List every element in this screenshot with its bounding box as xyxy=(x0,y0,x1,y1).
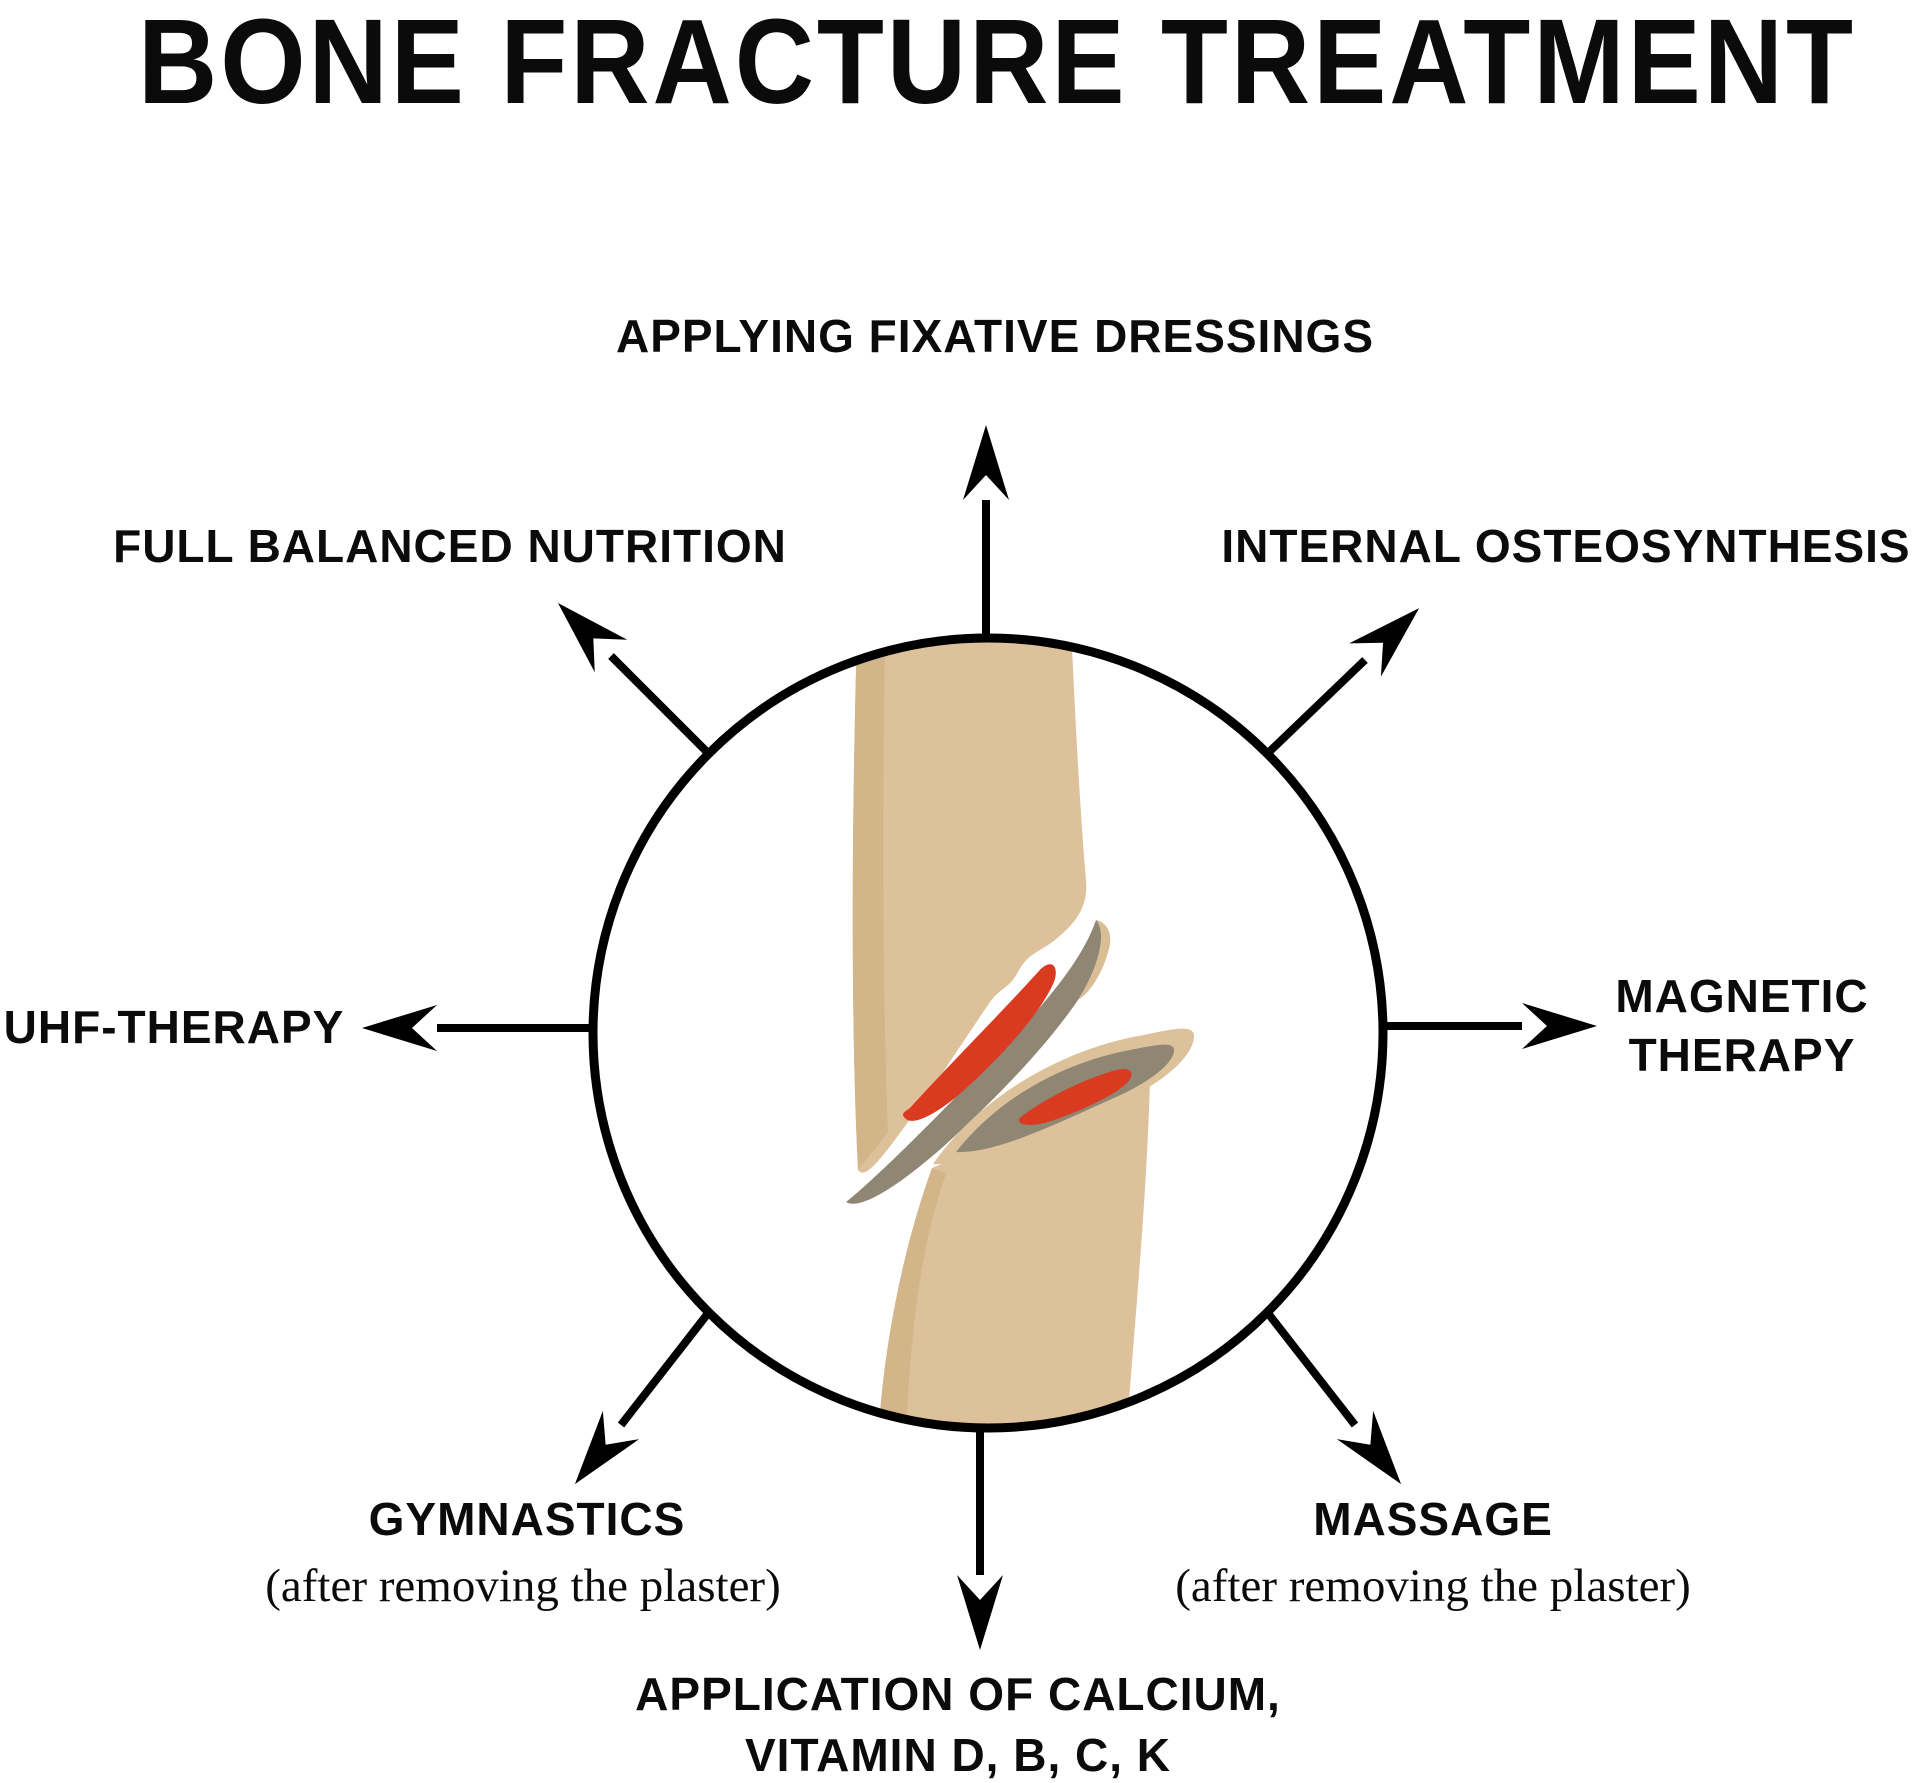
label-uhf-therapy: UHF-THERAPY xyxy=(3,1001,345,1053)
label-full-balanced-nutrition: FULL BALANCED NUTRITION xyxy=(113,520,787,572)
arrow-up-right xyxy=(1264,608,1420,757)
label-magnetic-therapy-line1: MAGNETIC xyxy=(1615,970,1869,1022)
label-magnetic-therapy: MAGNETIC THERAPY xyxy=(1615,967,1868,1085)
page-title: BONE FRACTURE TREATMENT xyxy=(138,0,1856,130)
label-gymnastics: GYMNASTICS xyxy=(368,1493,686,1545)
fractured-bone-illustration xyxy=(846,642,1195,1424)
label-application-of-calcium-line2: VITAMIN D, B, C, K xyxy=(744,1729,1172,1781)
arrow-down-right xyxy=(1263,1309,1402,1485)
bone-upper-cortical-lip xyxy=(1078,920,1111,1000)
label-application-of-calcium-line1: APPLICATION OF CALCIUM, xyxy=(635,1668,1281,1720)
arrow-down-left xyxy=(574,1309,713,1485)
label-massage: MASSAGE xyxy=(1313,1493,1553,1545)
bone-lower-shaft xyxy=(878,1082,1150,1424)
label-gymnastics-note: (after removing the plaster) xyxy=(265,1560,781,1612)
label-application-of-calcium: APPLICATION OF CALCIUM, VITAMIN D, B, C,… xyxy=(635,1664,1281,1783)
label-massage-note: (after removing the plaster) xyxy=(1175,1560,1691,1612)
label-applying-fixative-dressings: APPLYING FIXATIVE DRESSINGS xyxy=(615,310,1375,362)
label-internal-osteosynthesis: INTERNAL OSTEOSYNTHESIS xyxy=(1221,520,1911,572)
bone-upper-fragment xyxy=(852,642,1087,1173)
bone-upper-marrow-red xyxy=(903,964,1056,1121)
arrow-group xyxy=(362,425,1597,1650)
bone-lower-shadow-strip xyxy=(878,1168,946,1424)
label-magnetic-therapy-line2: THERAPY xyxy=(1628,1029,1856,1081)
bone-upper-shadow-strip xyxy=(852,642,888,1170)
arrow-up-left xyxy=(557,602,712,757)
bone-lower-marrow-red xyxy=(1018,1068,1132,1125)
